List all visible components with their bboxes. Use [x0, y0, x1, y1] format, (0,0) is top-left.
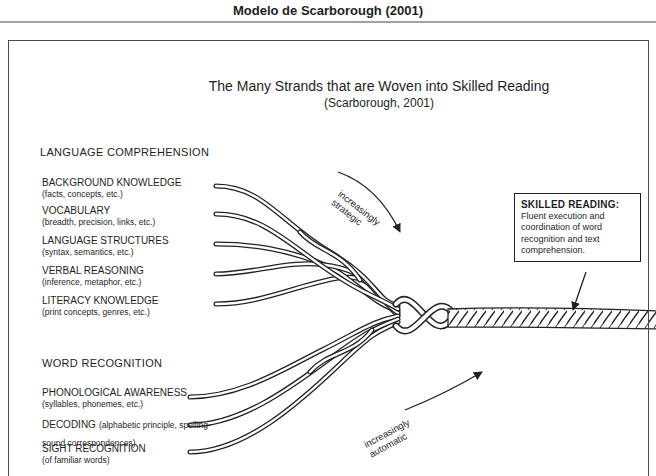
strand-description: (facts, concepts, etc.): [42, 189, 222, 200]
label-group: increasingly automatic: [362, 411, 427, 460]
figure-citation: (Scarborough, 2001): [179, 96, 579, 110]
strand-description: (syllables, phonemes, etc.): [42, 399, 222, 410]
strand-name: SIGHT RECOGNITION: [42, 443, 222, 455]
strand-name: VOCABULARY: [42, 205, 222, 217]
automatic-arrow: [405, 372, 482, 410]
arrow-label: increasingly strategic: [329, 188, 391, 244]
callout-text: Fluent execution and coordination of wor…: [521, 211, 634, 256]
section-heading: LANGUAGE COMPREHENSION: [40, 146, 300, 158]
label-group: WORD RECOGNITION: [42, 357, 302, 369]
callout-heading: SKILLED READING:: [521, 199, 634, 210]
label-group: LANGUAGE COMPREHENSION: [40, 146, 300, 158]
strand-name: BACKGROUND KNOWLEDGE: [42, 177, 222, 189]
strand-description: (print concepts, genres, etc.): [42, 307, 222, 318]
label-group: LITERACY KNOWLEDGE(print concepts, genre…: [42, 295, 222, 318]
strand-name: DECODING: [42, 419, 96, 430]
label-group: LANGUAGE STRUCTURES(syntax, semantics, e…: [42, 235, 222, 258]
page-title: Modelo de Scarborough (2001): [0, 3, 656, 18]
label-group: VERBAL REASONING(inference, metaphor, et…: [42, 265, 222, 288]
strand-description: (syntax, semantics, etc.): [42, 247, 222, 258]
arrow-label: increasingly automatic: [362, 411, 427, 460]
callout-pointer: [573, 272, 586, 310]
recognition-strands: [190, 316, 398, 452]
section-heading: WORD RECOGNITION: [42, 357, 302, 369]
label-group: increasingly strategic: [329, 188, 391, 244]
label-group: VOCABULARY(breadth, precision, links, et…: [42, 205, 222, 228]
label-group: BACKGROUND KNOWLEDGE(facts, concepts, et…: [42, 177, 222, 200]
label-group: PHONOLOGICAL AWARENESS(syllables, phonem…: [42, 387, 222, 410]
strand-name: LITERACY KNOWLEDGE: [42, 295, 222, 307]
strand-name: VERBAL REASONING: [42, 265, 222, 277]
braided-rope: [448, 308, 656, 329]
figure-frame: The Many Strands that are Woven into Ski…: [8, 40, 649, 476]
strand-name: PHONOLOGICAL AWARENESS: [42, 387, 222, 399]
strand-description: (breadth, precision, links, etc.): [42, 217, 222, 228]
strand-description: (inference, metaphor, etc.): [42, 277, 222, 288]
strand-name: LANGUAGE STRUCTURES: [42, 235, 222, 247]
figure-title: The Many Strands that are Woven into Ski…: [179, 78, 579, 94]
callout-box: SKILLED READING:Fluent execution and coo…: [514, 193, 641, 262]
label-group: SIGHT RECOGNITION(of familiar words): [42, 443, 222, 466]
rope-twist: [396, 299, 452, 331]
strand-description: (of familiar words): [42, 455, 222, 466]
comprehension-strands: [216, 186, 398, 315]
header-rule: [0, 22, 656, 23]
